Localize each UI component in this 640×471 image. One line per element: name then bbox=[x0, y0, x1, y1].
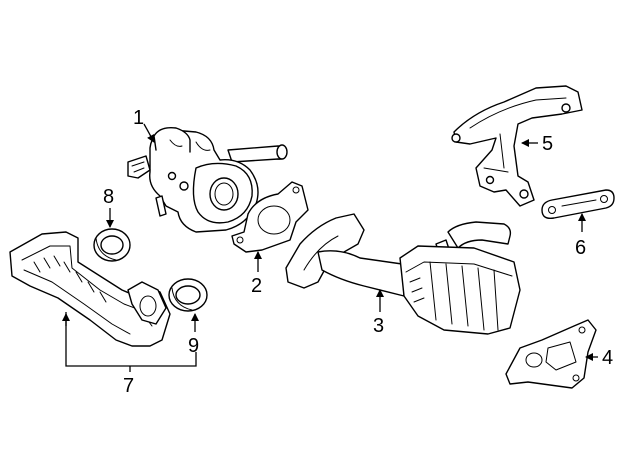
callout-8: 8 bbox=[103, 186, 114, 208]
callout-9: 9 bbox=[188, 335, 199, 357]
pipe-assembly-part-7[interactable] bbox=[9, 231, 171, 347]
callout-1: 1 bbox=[133, 107, 144, 129]
callout-3: 3 bbox=[373, 315, 384, 337]
bracket-part-5[interactable] bbox=[451, 85, 583, 207]
callout-5: 5 bbox=[542, 133, 553, 155]
callout-6: 6 bbox=[575, 237, 586, 259]
egr-cooler-part-3[interactable] bbox=[285, 213, 521, 335]
leader-lines bbox=[62, 123, 598, 372]
callout-2: 2 bbox=[251, 275, 262, 297]
cooler-gasket-part-4[interactable] bbox=[505, 319, 597, 389]
egr-gasket-part-2[interactable] bbox=[231, 181, 309, 253]
callout-labels: 1 2 3 4 5 6 7 8 9 bbox=[103, 107, 613, 397]
small-gasket-part-6[interactable] bbox=[541, 189, 615, 220]
seal-part-8[interactable] bbox=[93, 228, 131, 262]
callout-4: 4 bbox=[602, 347, 613, 369]
seal-part-9[interactable] bbox=[168, 278, 208, 312]
callout-7: 7 bbox=[123, 375, 134, 397]
egr-valve-part-1[interactable] bbox=[127, 126, 288, 233]
